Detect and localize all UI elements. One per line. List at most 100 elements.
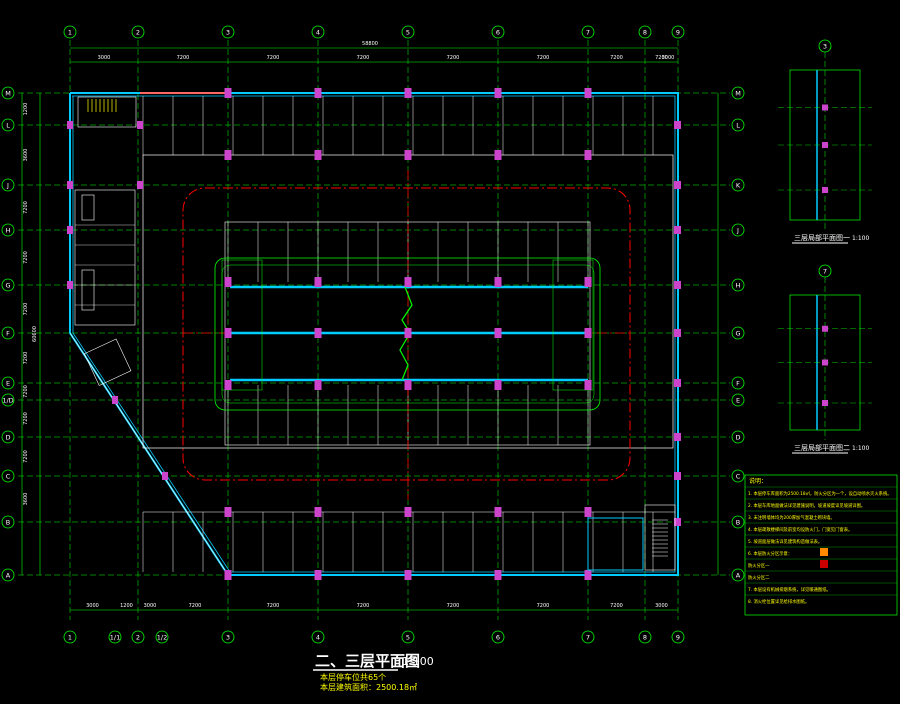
bubble-left-circle xyxy=(1,278,15,292)
column xyxy=(494,328,502,338)
column xyxy=(494,380,502,390)
bubble-right-label: E xyxy=(736,397,740,405)
dim-label-left: 7200 xyxy=(23,352,29,365)
bubble-top-circle xyxy=(221,25,235,39)
dim-label-bottom: 3000 xyxy=(655,603,668,609)
exterior-wall-inner xyxy=(72,95,676,573)
detail1-column xyxy=(822,104,828,111)
column xyxy=(584,328,592,338)
bubble-top-circle xyxy=(671,25,685,39)
detail1-column xyxy=(822,142,828,148)
bubble-top-label: 3 xyxy=(226,29,230,37)
bubble-bottom-label: 5 xyxy=(406,634,410,642)
detail2-column xyxy=(822,400,828,406)
dim-label-left: 7200 xyxy=(23,450,29,463)
dim-label-top: 3000 xyxy=(662,55,675,61)
column xyxy=(224,150,232,160)
dim-label-top: 7200 xyxy=(357,55,370,61)
bubble-left-circle xyxy=(1,326,15,340)
bubble-top-label: 9 xyxy=(676,29,680,37)
column xyxy=(584,277,592,287)
bubble-left-circle xyxy=(1,568,15,582)
bubble-right-circle xyxy=(731,118,745,132)
bubble-right-label: B xyxy=(736,519,740,527)
bubble-bottom-circle xyxy=(581,630,595,644)
fire-boundary xyxy=(182,187,631,481)
bubble-bottom-circle xyxy=(221,630,235,644)
bubble-left-circle xyxy=(1,469,15,483)
notes-item: 防火分区一 xyxy=(748,562,770,569)
bubble-left-label: C xyxy=(6,473,11,481)
bubble-top-label: 8 xyxy=(643,29,647,37)
dim-label-top: 3000 xyxy=(98,55,111,61)
core-outline xyxy=(214,257,601,411)
column xyxy=(314,277,322,287)
bubble-right-circle xyxy=(731,393,745,407)
dim-label-top: 7200 xyxy=(267,55,280,61)
bubble-right-circle xyxy=(731,469,745,483)
dim-label-bottom: 7200 xyxy=(447,603,460,609)
dim-label-top: 7200 xyxy=(537,55,550,61)
bubble-top-circle xyxy=(131,25,145,39)
notes-item: 4. 本层疏散楼梯间及前室均设防火门，门宽见门窗表。 xyxy=(748,526,852,533)
drawing-title: 二、三层平面图 xyxy=(315,652,420,670)
bubble-bottom-circle xyxy=(131,630,145,644)
column xyxy=(404,150,412,160)
notes-item: 5. 坡道面层做法详见建筑构造做法表。 xyxy=(748,538,822,545)
column xyxy=(162,472,168,480)
bubble-bottom-label: 7 xyxy=(586,634,590,642)
bubble-right-label: D xyxy=(735,434,740,442)
bubble-right-circle xyxy=(731,86,745,100)
bubble-bottom-label: 1 xyxy=(68,634,72,642)
bubble-top-label: 4 xyxy=(316,29,320,37)
dim-label-left: 7200 xyxy=(23,412,29,425)
bubble-top-label: 6 xyxy=(496,29,500,37)
dim-label-top: 7200 xyxy=(177,55,190,61)
bubble-left-circle xyxy=(1,515,15,529)
column xyxy=(674,181,681,189)
column xyxy=(224,328,232,338)
dim-label-bottom: 7200 xyxy=(357,603,370,609)
column xyxy=(67,121,73,129)
notes-item: 防火分区二 xyxy=(748,574,770,581)
dim-label-top: 7200 xyxy=(447,55,460,61)
bubble-left-circle xyxy=(1,118,15,132)
bubble-top-circle xyxy=(401,25,415,39)
bubble-left-label: B xyxy=(6,519,10,527)
column xyxy=(674,472,681,480)
column xyxy=(584,88,592,98)
bubble-right-label: M xyxy=(735,90,741,98)
bubble-bottom-circle xyxy=(63,630,77,644)
column xyxy=(494,507,502,517)
column xyxy=(404,88,412,98)
column xyxy=(224,88,232,98)
notes-item: 7. 本层设有机械排烟系统，详见暖通图纸。 xyxy=(748,586,831,593)
bubble-top-circle xyxy=(63,25,77,39)
notes-table: 说明：1. 本层停车库面积为2500.18㎡，防火分区为一个，设自动喷水灭火系统… xyxy=(744,474,898,616)
column xyxy=(674,518,681,526)
bubble-right-label: L xyxy=(736,122,740,130)
bubble-left-circle xyxy=(1,376,15,390)
bubble-bottom-label: 4 xyxy=(316,634,320,642)
column xyxy=(674,121,681,129)
stairs xyxy=(77,96,676,571)
bubble-right-label: C xyxy=(736,473,741,481)
detail2-column xyxy=(822,325,828,332)
notes-item: 8. 消火栓位置详见给排水图纸。 xyxy=(748,598,809,605)
bubble-left-label: D xyxy=(5,434,10,442)
bubble-right-circle xyxy=(731,178,745,192)
column xyxy=(314,570,322,580)
column xyxy=(494,88,502,98)
bubble-right-label: A xyxy=(736,572,741,580)
column xyxy=(67,226,73,234)
detail2-column xyxy=(822,359,828,366)
notes-item: 6. 本层防火分区示意： xyxy=(748,550,792,557)
bubble-left-label: G xyxy=(5,282,10,290)
detail2-axis-circle xyxy=(818,264,832,278)
bubble-left-label: 1/D xyxy=(2,397,13,405)
bubble-left-label: J xyxy=(6,182,9,190)
bubble-top-label: 7 xyxy=(586,29,590,37)
parking-count-note: 本层停车位共65个 xyxy=(320,672,386,682)
